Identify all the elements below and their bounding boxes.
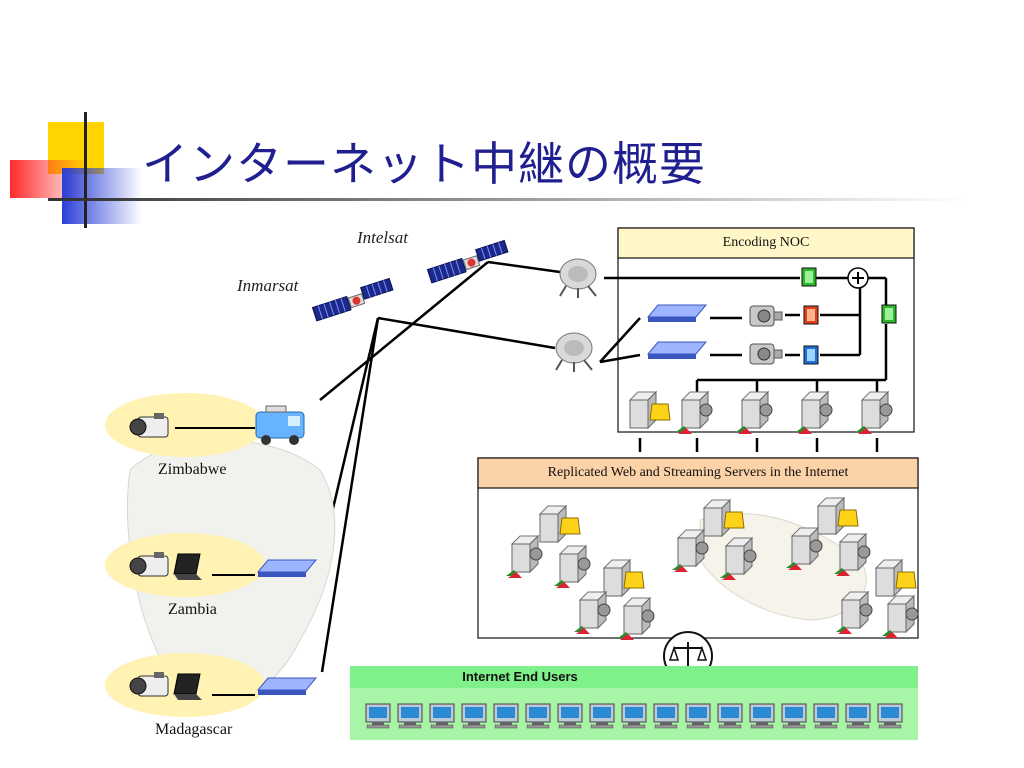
replicated-servers-panel — [477, 457, 919, 639]
site-label-zambia: Zambia — [168, 601, 217, 618]
page-title: インターネット中継の概要 — [142, 137, 706, 191]
replicated-servers-title: Replicated Web and Streaming Servers in … — [547, 465, 849, 480]
end-users-title: Internet End Users — [462, 669, 578, 684]
site-zambia — [105, 533, 317, 597]
inmarsat-label: Inmarsat — [237, 276, 299, 295]
encoding-noc-title: Encoding NOC — [722, 235, 810, 250]
site-label-zimbabwe: Zimbabwe — [158, 461, 227, 478]
intelsat-label: Intelsat — [357, 228, 408, 247]
van-icon — [255, 405, 305, 445]
end-user-monitors — [365, 703, 903, 729]
site-label-madagascar: Madagascar — [155, 721, 233, 738]
plus-icon — [847, 267, 869, 289]
site-zimbabwe — [105, 393, 305, 457]
site-madagascar — [105, 653, 317, 717]
